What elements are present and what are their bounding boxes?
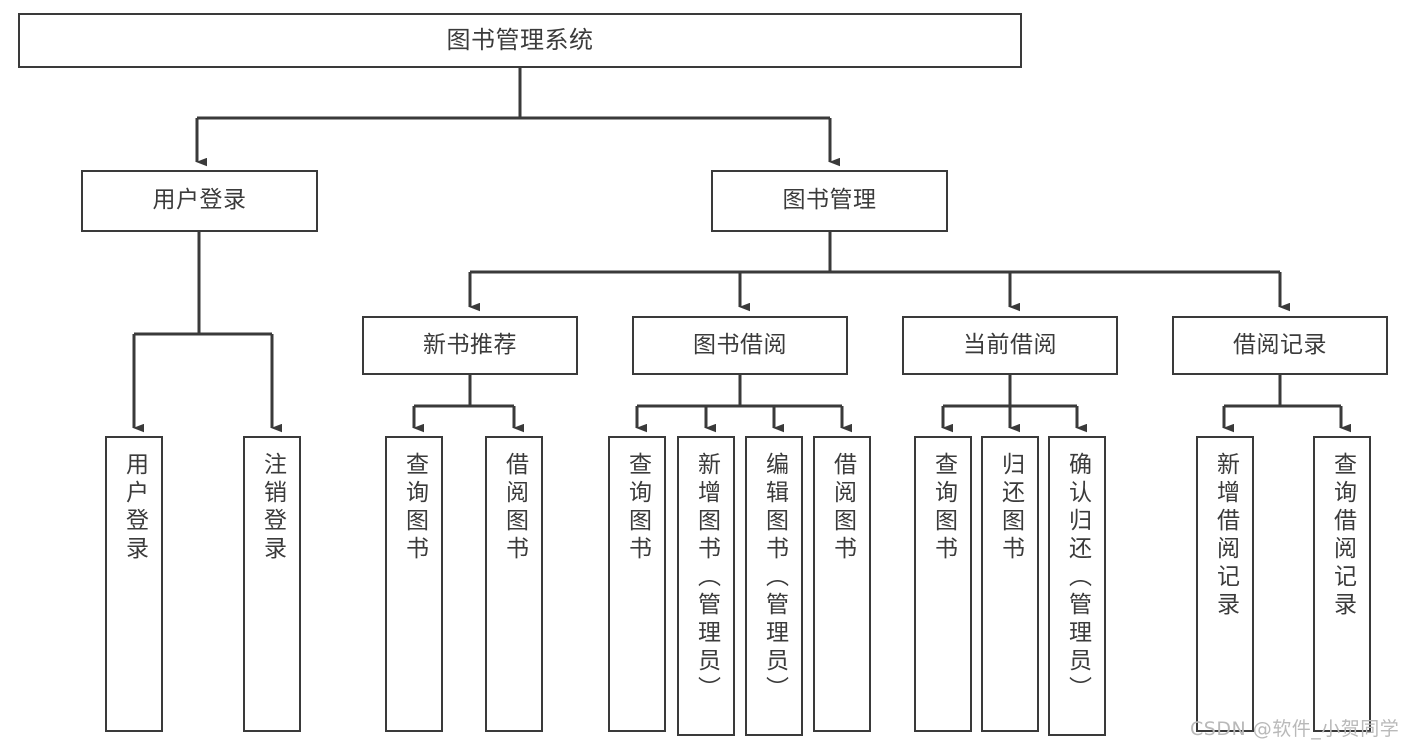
node-leaf-borrow-book-2[interactable]: 借阅图书: [813, 436, 871, 732]
node-leaf-confirm-return-label: 确认归还（管理员）: [1064, 452, 1091, 704]
node-current-borrow-label: 当前借阅: [963, 331, 1057, 358]
node-leaf-query-record-label: 查询借阅记录: [1329, 452, 1356, 620]
node-leaf-edit-book-label: 编辑图书（管理员）: [761, 452, 788, 704]
node-book-manage-label: 图书管理: [782, 187, 877, 214]
node-leaf-query-book-1[interactable]: 查询图书: [385, 436, 443, 732]
node-book-borrow-label: 图书借阅: [693, 331, 787, 358]
node-leaf-query-book-1-label: 查询图书: [401, 452, 428, 564]
node-new-book-recommend-label: 新书推荐: [423, 331, 517, 358]
node-leaf-query-record[interactable]: 查询借阅记录: [1313, 436, 1371, 732]
node-book-manage[interactable]: 图书管理: [711, 170, 948, 232]
node-root-system[interactable]: 图书管理系统: [18, 13, 1022, 68]
node-leaf-return-book-label: 归还图书: [997, 452, 1024, 564]
node-borrow-record[interactable]: 借阅记录: [1172, 316, 1388, 375]
node-leaf-borrow-book-1-label: 借阅图书: [501, 452, 528, 564]
node-leaf-borrow-book-2-label: 借阅图书: [829, 452, 856, 564]
node-new-book-recommend[interactable]: 新书推荐: [362, 316, 578, 375]
node-leaf-return-book[interactable]: 归还图书: [981, 436, 1039, 732]
node-current-borrow[interactable]: 当前借阅: [902, 316, 1118, 375]
node-leaf-confirm-return[interactable]: 确认归还（管理员）: [1048, 436, 1106, 736]
node-leaf-query-book-3-label: 查询图书: [930, 452, 957, 564]
node-leaf-add-book-label: 新增图书（管理员）: [693, 452, 720, 704]
node-leaf-borrow-book-1[interactable]: 借阅图书: [485, 436, 543, 732]
node-root-system-label: 图书管理系统: [446, 26, 594, 55]
node-borrow-record-label: 借阅记录: [1233, 331, 1327, 358]
node-leaf-query-book-2[interactable]: 查询图书: [608, 436, 666, 732]
node-leaf-add-record[interactable]: 新增借阅记录: [1196, 436, 1254, 732]
node-user-login-label: 用户登录: [152, 187, 247, 214]
node-user-login[interactable]: 用户登录: [81, 170, 318, 232]
node-leaf-user-login-label: 用户登录: [121, 452, 148, 564]
node-leaf-add-book[interactable]: 新增图书（管理员）: [677, 436, 735, 736]
node-leaf-query-book-2-label: 查询图书: [624, 452, 651, 564]
node-leaf-user-logout[interactable]: 注销登录: [243, 436, 301, 732]
node-leaf-edit-book[interactable]: 编辑图书（管理员）: [745, 436, 803, 736]
node-leaf-query-book-3[interactable]: 查询图书: [914, 436, 972, 732]
node-leaf-user-logout-label: 注销登录: [259, 452, 286, 564]
node-leaf-add-record-label: 新增借阅记录: [1212, 452, 1239, 620]
node-leaf-user-login[interactable]: 用户登录: [105, 436, 163, 732]
node-book-borrow[interactable]: 图书借阅: [632, 316, 848, 375]
